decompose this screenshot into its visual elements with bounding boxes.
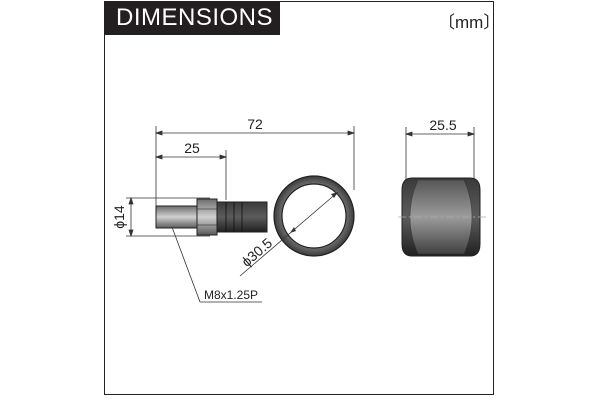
drawing-title: DIMENSIONS <box>116 4 274 31</box>
overall-length-label: 72 <box>247 116 263 132</box>
title-banner: DIMENSIONS <box>104 1 280 35</box>
unit-label: 〔mm〕 <box>438 13 501 32</box>
dimension-25 <box>154 150 228 200</box>
ring-diameter-label: ϕ30.5 <box>238 235 275 270</box>
thread-shank <box>155 205 199 229</box>
hex-nut <box>196 198 218 236</box>
thread-spec-label: M8x1.25P <box>204 288 258 302</box>
thread-spec-leader <box>171 226 262 303</box>
side-width-label: 25.5 <box>429 117 456 133</box>
drawing-frame <box>104 1 494 395</box>
dimension-72 <box>154 126 356 210</box>
dimension-25-5 <box>404 127 476 185</box>
ring-diameter-leader <box>239 191 339 277</box>
banjo-ring-hole <box>281 183 347 249</box>
bolt-diameter-label: ϕ14 <box>111 205 127 229</box>
side-view <box>398 177 486 257</box>
dimension-phi14 <box>126 196 210 238</box>
thread-length-label: 25 <box>184 140 200 156</box>
